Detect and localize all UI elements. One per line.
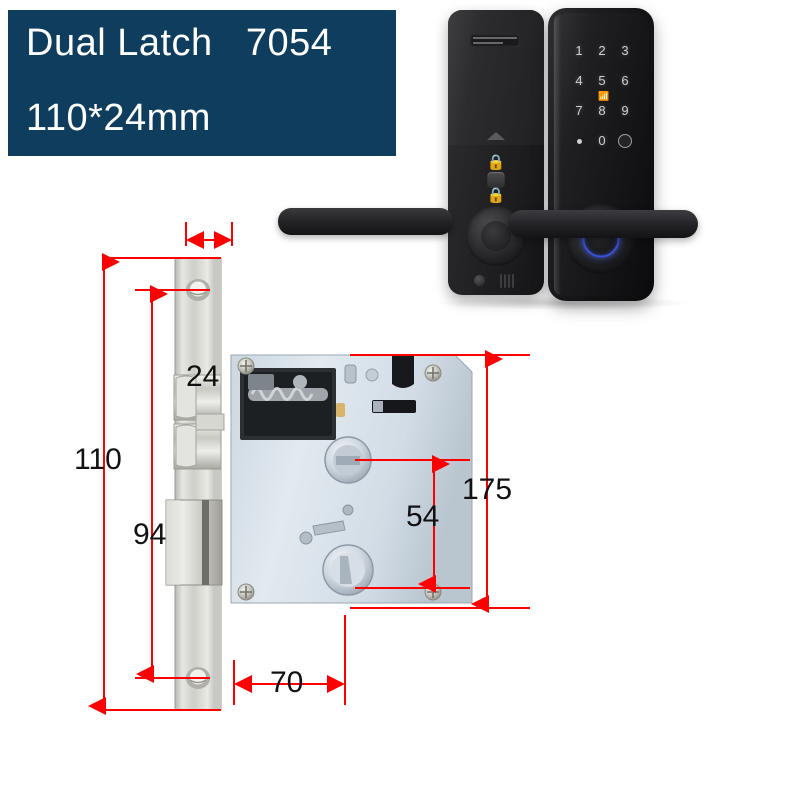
dimension-label-24: 24 bbox=[186, 360, 220, 393]
photo-drop-shadow bbox=[440, 296, 690, 310]
dimension-label-110: 110 bbox=[74, 443, 122, 476]
lock-toggle-slider[interactable] bbox=[487, 172, 505, 188]
rear-label-plate bbox=[470, 34, 520, 47]
keypad-key-1[interactable]: 1 bbox=[575, 43, 583, 58]
dimension-70 bbox=[233, 615, 346, 705]
dead-bolt bbox=[165, 499, 223, 586]
banner-title: Dual Latch 7054 bbox=[26, 22, 333, 64]
lock-faceplate bbox=[165, 257, 225, 711]
locked-padlock-icon: 🔒 bbox=[486, 154, 506, 171]
keypad-key-6[interactable]: 6 bbox=[621, 73, 629, 88]
spring-mechanism bbox=[248, 374, 328, 401]
keypad-row: 7 8 9 bbox=[570, 104, 634, 117]
keypad-row: 4 5 6 bbox=[570, 74, 634, 87]
panel-edge-highlight bbox=[554, 14, 561, 295]
cylinder-hole bbox=[322, 544, 374, 596]
lock-rear-panel: 🔒 🔒 bbox=[448, 10, 544, 295]
dimension-label-70: 70 bbox=[270, 666, 304, 699]
keypad-key-7[interactable]: 7 bbox=[575, 103, 583, 118]
dimension-label-54: 54 bbox=[406, 500, 440, 533]
speaker-grille-icon bbox=[500, 274, 516, 288]
nfc-wave-icon: 📶 bbox=[598, 91, 610, 101]
unlocked-padlock-icon: 🔒 bbox=[486, 187, 506, 204]
keypad-key-dot[interactable] bbox=[570, 134, 588, 148]
keypad-row: 0 bbox=[570, 134, 634, 148]
lock-front-panel: 1 2 3 4 5 6 7 8 9 0 📶 bbox=[548, 8, 654, 301]
lock-case-body bbox=[230, 354, 473, 604]
rear-lever-handle bbox=[278, 208, 453, 235]
keypad-key-3[interactable]: 3 bbox=[621, 43, 629, 58]
front-lever-handle bbox=[508, 210, 698, 238]
keypad-key-9[interactable]: 9 bbox=[621, 103, 629, 118]
keypad-key-4[interactable]: 4 bbox=[575, 73, 583, 88]
dual-latch-rollers bbox=[173, 374, 225, 470]
product-title-banner: Dual Latch 7054 110*24mm bbox=[8, 10, 396, 156]
keypad-key-8[interactable]: 8 bbox=[598, 103, 606, 118]
touch-keypad[interactable]: 1 2 3 4 5 6 7 8 9 0 📶 bbox=[570, 44, 634, 165]
dimension-label-175: 175 bbox=[462, 473, 513, 506]
drawing-canvas bbox=[88, 222, 530, 715]
chevron-up-icon bbox=[487, 132, 505, 140]
product-photo: 🔒 🔒 1 2 3 4 5 6 7 8 9 bbox=[278, 0, 800, 320]
mortise-lock-dimension-drawing: 24 110 94 70 175 54 bbox=[0, 160, 560, 760]
banner-subtitle: 110*24mm bbox=[26, 97, 211, 139]
dimension-annotations bbox=[88, 222, 530, 715]
screw-icon bbox=[474, 275, 485, 286]
keypad-key-2[interactable]: 2 bbox=[598, 43, 606, 58]
keypad-key-5[interactable]: 5 bbox=[598, 73, 606, 88]
keypad-key-0[interactable]: 0 bbox=[598, 133, 606, 148]
dimension-24 bbox=[185, 222, 233, 249]
rear-panel-upper-section bbox=[448, 10, 544, 145]
keypad-row: 1 2 3 bbox=[570, 44, 634, 57]
keypad-key-confirm[interactable] bbox=[616, 134, 634, 148]
dimension-label-94: 94 bbox=[133, 518, 167, 551]
